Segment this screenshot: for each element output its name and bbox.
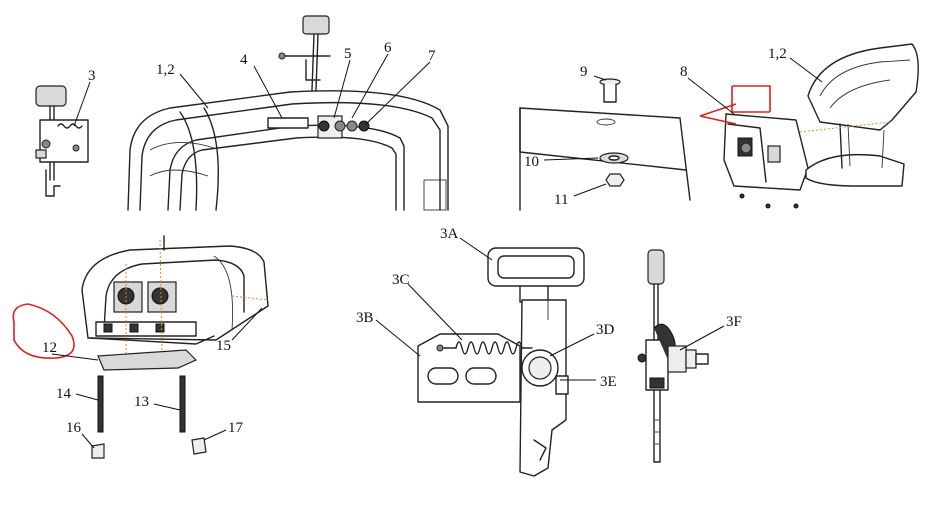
callout-6: 6 xyxy=(384,40,392,56)
cabinet-corner xyxy=(519,43,919,211)
callout-5: 5 xyxy=(344,46,352,62)
leader-lines xyxy=(51,53,823,449)
callout-16: 16 xyxy=(66,420,82,436)
callout-3c: 3C xyxy=(392,272,410,288)
callout-7: 7 xyxy=(428,48,436,64)
callout-3d: 3D xyxy=(596,322,615,338)
latch-detail-side xyxy=(637,249,709,463)
latch-detail-front xyxy=(417,247,585,477)
door-frame-top xyxy=(127,15,449,211)
callout-3: 3 xyxy=(88,68,96,84)
callout-8: 8 xyxy=(680,64,688,80)
callout-3e: 3E xyxy=(600,374,617,390)
callout-17: 17 xyxy=(228,420,244,436)
callout-3a: 3A xyxy=(440,226,459,242)
callout-10: 10 xyxy=(524,154,539,170)
callout-13: 13 xyxy=(134,394,149,410)
callout-3f: 3F xyxy=(726,314,742,330)
callout-11: 11 xyxy=(554,192,568,208)
callout-3b: 3B xyxy=(356,310,374,326)
callout-15: 15 xyxy=(216,338,231,354)
latch-assembly-small xyxy=(35,85,89,197)
callout-12: 12 xyxy=(42,340,57,356)
callout-1-2-right: 1,2 xyxy=(768,46,787,62)
callout-1-2-left: 1,2 xyxy=(156,62,175,78)
callout-9: 9 xyxy=(580,64,588,80)
latch-cover xyxy=(12,235,269,459)
callout-14: 14 xyxy=(56,386,72,402)
callout-4: 4 xyxy=(240,52,248,68)
